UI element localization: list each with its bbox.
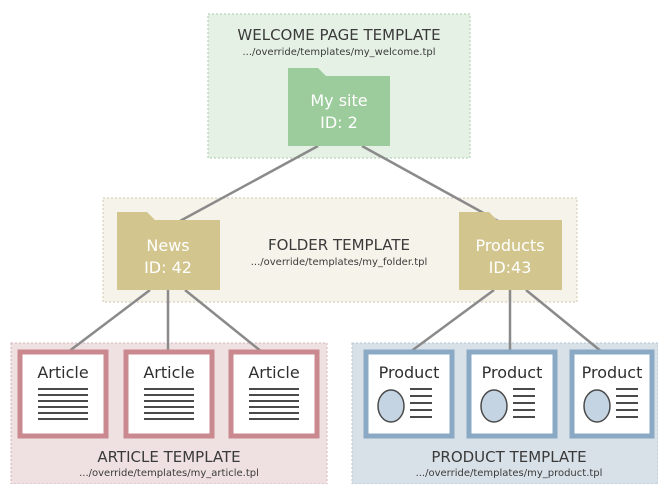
text-lines-icon (144, 388, 194, 420)
text-lines-icon (513, 388, 535, 418)
connector-mysite-products (361, 144, 499, 223)
article-label: Article (37, 363, 88, 382)
product-document[interactable]: Product (466, 349, 558, 439)
my-site-name: My site (310, 91, 367, 110)
products-id: ID:43 (489, 258, 532, 277)
article-label: Article (248, 363, 299, 382)
text-lines-icon (616, 388, 638, 418)
document-frame (569, 349, 655, 439)
products-folder[interactable]: Products ID:43 (459, 212, 562, 290)
folder-template-title: FOLDER TEMPLATE (268, 236, 410, 254)
connector-lines (67, 144, 603, 354)
document-frame (466, 349, 558, 439)
article-document[interactable]: Article (228, 349, 320, 439)
my-site-folder[interactable]: My site ID: 2 (288, 68, 390, 146)
news-folder[interactable]: News ID: 42 (117, 212, 220, 290)
text-lines-icon (249, 388, 299, 420)
product-label: Product (379, 363, 440, 382)
connector-news-article-1 (67, 289, 151, 353)
product-template-title: PRODUCT TEMPLATE (431, 448, 586, 466)
product-document[interactable]: Product (569, 349, 655, 439)
products-name: Products (475, 236, 544, 255)
connector-mysite-news (179, 144, 319, 223)
product-template-path: .../override/templates/my_product.tpl (416, 468, 603, 479)
product-document[interactable]: Product (363, 349, 455, 439)
article-template-path: .../override/templates/my_article.tpl (79, 468, 259, 479)
product-image-icon (480, 389, 508, 423)
news-id: ID: 42 (144, 258, 192, 277)
welcome-template-title: WELCOME PAGE TEMPLATE (237, 26, 440, 44)
connector-products-product-1 (409, 288, 495, 354)
text-lines-icon (410, 388, 432, 418)
product-image-icon (377, 389, 405, 423)
my-site-id: ID: 2 (320, 113, 358, 132)
article-document[interactable]: Article (17, 349, 109, 439)
article-label: Article (143, 363, 194, 382)
product-image-icon (583, 389, 611, 423)
product-label: Product (582, 363, 643, 382)
folder-template-path: .../override/templates/my_folder.tpl (251, 257, 428, 268)
connector-news-article-3 (184, 289, 263, 353)
article-document[interactable]: Article (123, 349, 215, 439)
connector-products-product-3 (525, 289, 603, 353)
welcome-template-path: .../override/templates/my_welcome.tpl (242, 47, 435, 58)
text-lines-icon (38, 388, 88, 420)
product-label: Product (482, 363, 543, 382)
news-name: News (146, 236, 189, 255)
folder-icon (117, 212, 220, 290)
document-frame (363, 349, 455, 439)
folder-icon (288, 68, 390, 146)
article-template-title: ARTICLE TEMPLATE (97, 448, 240, 466)
folder-icon (459, 212, 562, 290)
